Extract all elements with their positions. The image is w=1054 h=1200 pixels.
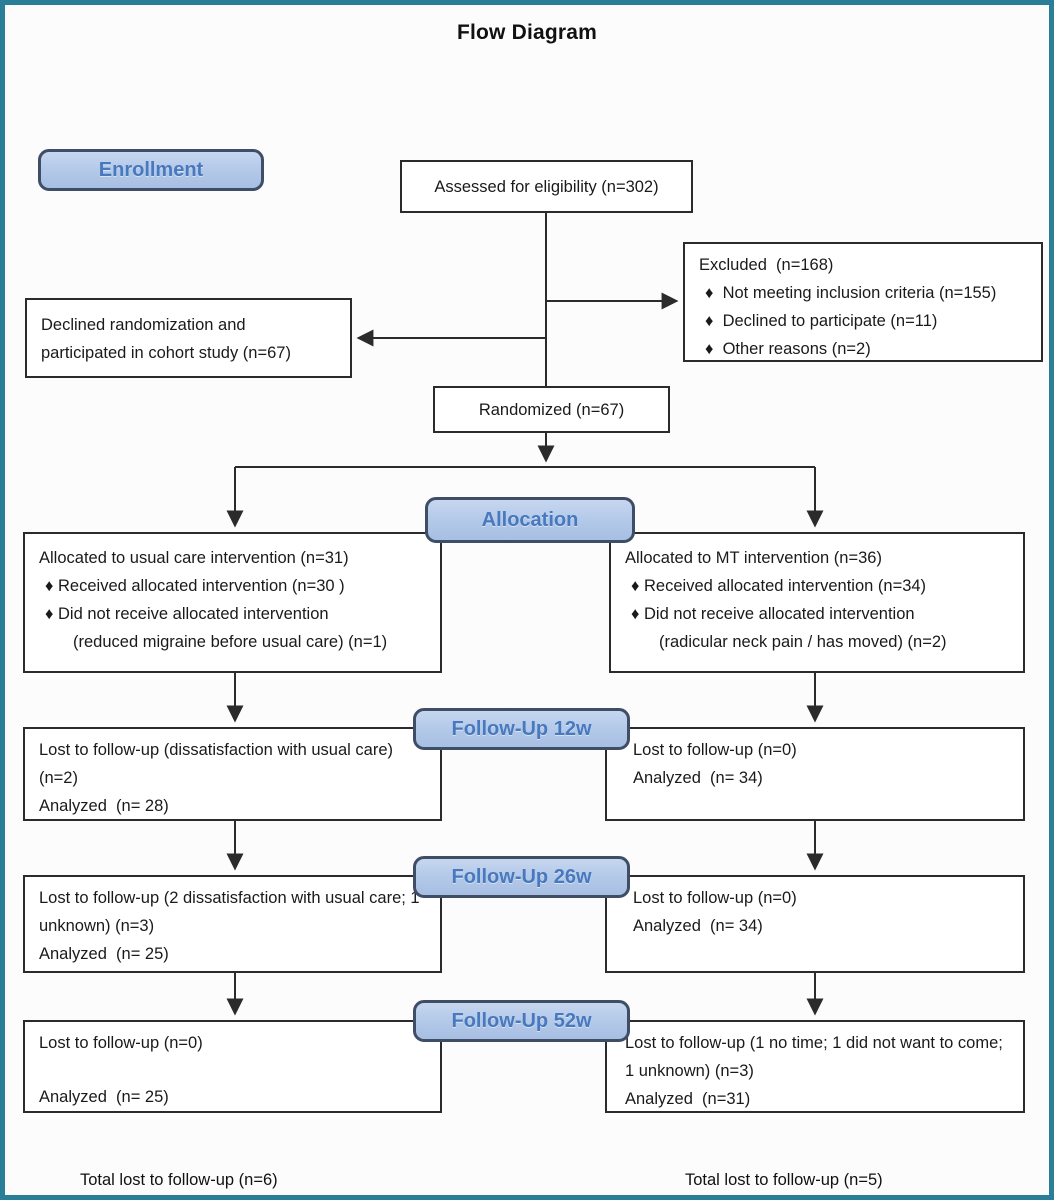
alloc-left-title: Allocated to usual care intervention (n=… <box>39 549 349 567</box>
fu52-right-lost: Lost to follow-up (1 no time; 1 did not … <box>625 1034 1008 1080</box>
assessed-text: Assessed for eligibility (n=302) <box>434 177 659 196</box>
excluded-box: Excluded (n=168) ♦ Not meeting inclusion… <box>683 242 1043 362</box>
alloc-right-item: ♦ Received allocated intervention (n=34) <box>631 577 927 595</box>
fu26-left-analyzed: Analyzed (n= 25) <box>39 945 169 963</box>
fu26-left-box: Lost to follow-up (2 dissatisfaction wit… <box>23 875 442 973</box>
fu52-left-lost: Lost to follow-up (n=0) <box>39 1034 203 1052</box>
fu12-left-lost: Lost to follow-up (dissatisfaction with … <box>39 741 398 787</box>
excluded-item: ♦ Declined to participate (n=11) <box>705 312 938 330</box>
alloc-right-title: Allocated to MT intervention (n=36) <box>625 549 882 567</box>
followup-52w-badge: Follow-Up 52w <box>413 1000 630 1042</box>
alloc-left-item: ♦ Did not receive allocated intervention <box>45 605 329 623</box>
alloc-left-item: ♦ Received allocated intervention (n=30 … <box>45 577 345 595</box>
fu26-right-box: Lost to follow-up (n=0) Analyzed (n= 34) <box>605 875 1025 973</box>
enrollment-badge-label: Enrollment <box>98 158 204 181</box>
fu12-right-analyzed: Analyzed (n= 34) <box>633 769 763 787</box>
alloc-left-item-detail: (reduced migraine before usual care) (n=… <box>73 633 388 651</box>
randomized-text: Randomized (n=67) <box>478 400 625 419</box>
page-title: Flow Diagram <box>456 21 598 44</box>
allocated-mt-box: Allocated to MT intervention (n=36) ♦ Re… <box>609 532 1025 673</box>
fu52-left-analyzed: Analyzed (n= 25) <box>39 1088 169 1106</box>
fu52-right-box: Lost to follow-up (1 no time; 1 did not … <box>605 1020 1025 1113</box>
followup-26w-badge-label: Follow-Up 26w <box>451 865 592 888</box>
fu12-right-box: Lost to follow-up (n=0) Analyzed (n= 34) <box>605 727 1025 821</box>
followup-12w-badge: Follow-Up 12w <box>413 708 630 750</box>
allocation-badge-label: Allocation <box>481 508 579 531</box>
declined-text: participated in cohort study (n=67) <box>41 344 291 362</box>
enrollment-badge: Enrollment <box>38 149 264 191</box>
randomized-box: Randomized (n=67) <box>433 386 670 433</box>
total-lost-left: Total lost to follow-up (n=6) <box>80 1171 278 1189</box>
allocation-badge: Allocation <box>425 497 635 543</box>
excluded-title: Excluded (n=168) <box>699 256 834 274</box>
fu26-left-lost: Lost to follow-up (2 dissatisfaction wit… <box>39 889 425 935</box>
declined-text: Declined randomization and <box>41 316 246 334</box>
fu26-right-lost: Lost to follow-up (n=0) <box>633 889 797 907</box>
alloc-right-item: ♦ Did not receive allocated intervention <box>631 605 915 623</box>
declined-randomization-box: Declined randomization and participated … <box>25 298 352 378</box>
fu12-left-analyzed: Analyzed (n= 28) <box>39 797 169 815</box>
allocated-usual-care-box: Allocated to usual care intervention (n=… <box>23 532 442 673</box>
total-lost-right: Total lost to follow-up (n=5) <box>685 1171 883 1189</box>
assessed-box: Assessed for eligibility (n=302) <box>400 160 693 213</box>
followup-12w-badge-label: Follow-Up 12w <box>451 717 592 740</box>
fu52-right-analyzed: Analyzed (n=31) <box>625 1090 751 1108</box>
fu26-right-analyzed: Analyzed (n= 34) <box>633 917 763 935</box>
alloc-right-item-detail: (radicular neck pain / has moved) (n=2) <box>659 633 947 651</box>
followup-52w-badge-label: Follow-Up 52w <box>451 1009 592 1032</box>
fu12-right-lost: Lost to follow-up (n=0) <box>633 741 797 759</box>
excluded-item: ♦ Not meeting inclusion criteria (n=155) <box>705 284 997 302</box>
excluded-item: ♦ Other reasons (n=2) <box>705 340 871 358</box>
fu12-left-box: Lost to follow-up (dissatisfaction with … <box>23 727 442 821</box>
fu52-left-box: Lost to follow-up (n=0) Analyzed (n= 25) <box>23 1020 442 1113</box>
followup-26w-badge: Follow-Up 26w <box>413 856 630 898</box>
